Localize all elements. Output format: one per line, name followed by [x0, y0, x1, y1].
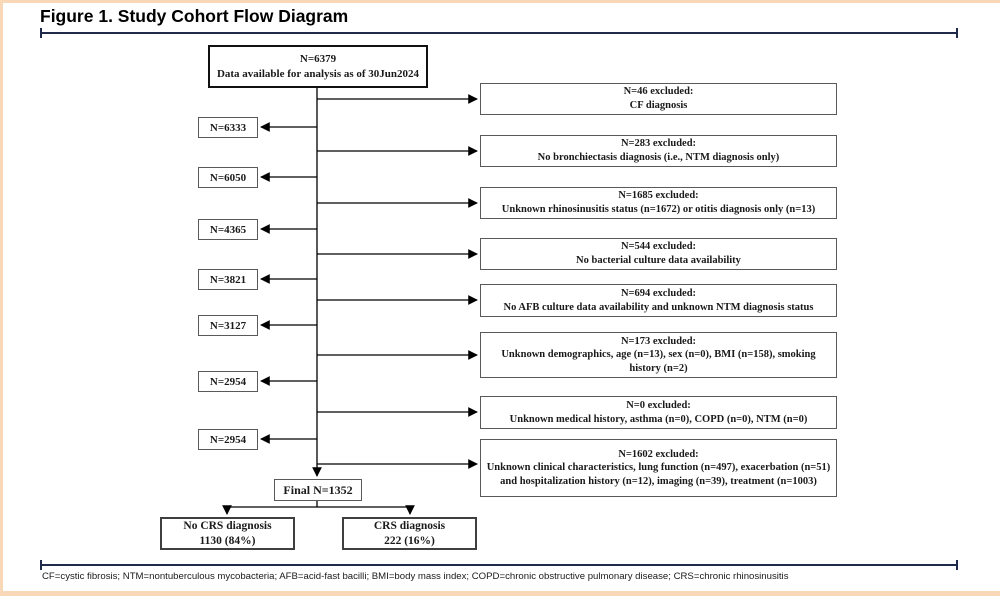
flow-box-remaining-1: N=6333: [198, 117, 258, 138]
exclusion-n: N=46 excluded:: [623, 86, 694, 98]
slide-frame-left: [0, 0, 3, 596]
exclusion-n: N=1685 excluded:: [618, 190, 699, 202]
remaining-n-label: N=3821: [209, 273, 247, 286]
abbreviations-footnote: CF=cystic fibrosis; NTM=nontuberculous m…: [42, 571, 789, 582]
flow-box-final: Final N=1352: [274, 479, 362, 501]
flow-box-exclusion-8: N=1602 excluded: Unknown clinical charac…: [480, 439, 837, 497]
flow-box-remaining-5: N=3127: [198, 315, 258, 336]
exclusion-n: N=694 excluded:: [620, 287, 697, 299]
outcome-label: No CRS diagnosis: [183, 519, 272, 532]
flow-box-exclusion-1: N=46 excluded: CF diagnosis: [480, 83, 837, 115]
final-n-label: Final N=1352: [283, 482, 353, 497]
flow-box-remaining-6: N=2954: [198, 371, 258, 392]
exclusion-n: N=283 excluded:: [620, 138, 697, 150]
divider-endcap-left: [40, 28, 42, 38]
title-divider-line: [40, 28, 958, 38]
exclusion-reason: Unknown demographics, age (n=13), sex (n…: [501, 349, 816, 374]
remaining-n-label: N=4365: [209, 223, 247, 236]
flow-box-exclusion-4: N=544 excluded: No bacterial culture dat…: [480, 238, 837, 270]
flow-box-remaining-7: N=2954: [198, 429, 258, 450]
remaining-n-label: N=3127: [209, 319, 247, 332]
remaining-n-label: N=2954: [209, 433, 247, 446]
outcome-label: CRS diagnosis: [373, 519, 446, 532]
flow-box-exclusion-5: N=694 excluded: No AFB culture data avai…: [480, 284, 837, 317]
flow-box-source: N=6379 Data available for analysis as of…: [208, 45, 428, 88]
flow-box-no-crs: No CRS diagnosis 1130 (84%): [160, 517, 295, 550]
figure-title: Figure 1. Study Cohort Flow Diagram: [40, 6, 349, 26]
remaining-n-label: N=6333: [209, 121, 247, 134]
exclusion-reason: CF diagnosis: [629, 100, 688, 111]
slide-frame-top: [0, 0, 1000, 3]
divider-endcap-left: [40, 560, 42, 570]
exclusion-reason: Unknown rhinosinusitis status (n=1672) o…: [501, 204, 816, 215]
exclusion-reason: No bronchiectasis diagnosis (i.e., NTM d…: [537, 152, 780, 163]
flow-box-crs: CRS diagnosis 222 (16%): [342, 517, 477, 550]
source-description: Data available for analysis as of 30Jun2…: [216, 67, 420, 80]
slide-frame-bottom: [0, 591, 1000, 596]
flow-box-exclusion-6: N=173 excluded: Unknown demographics, ag…: [480, 332, 837, 378]
outcome-count: 1130 (84%): [199, 534, 256, 547]
exclusion-reason: Unknown clinical characteristics, lung f…: [486, 462, 831, 487]
exclusion-reason: No AFB culture data availability and unk…: [503, 301, 814, 313]
remaining-n-label: N=6050: [209, 171, 247, 184]
exclusion-n: N=544 excluded:: [620, 241, 697, 253]
divider-endcap-right: [956, 28, 958, 38]
flow-box-remaining-4: N=3821: [198, 269, 258, 290]
outcome-count: 222 (16%): [384, 534, 435, 547]
flow-box-exclusion-3: N=1685 excluded: Unknown rhinosinusitis …: [480, 187, 837, 219]
divider-endcap-right: [956, 560, 958, 570]
source-n: N=6379: [299, 52, 337, 65]
flow-box-exclusion-2: N=283 excluded: No bronchiectasis diagno…: [480, 135, 837, 167]
footer-divider-line: [40, 560, 958, 570]
exclusion-n: N=173 excluded:: [620, 335, 697, 347]
flow-box-remaining-2: N=6050: [198, 167, 258, 188]
flow-box-remaining-3: N=4365: [198, 219, 258, 240]
exclusion-reason: Unknown medical history, asthma (n=0), C…: [509, 413, 808, 425]
exclusion-n: N=1602 excluded:: [618, 448, 699, 460]
exclusion-n: N=0 excluded:: [626, 399, 691, 411]
remaining-n-label: N=2954: [209, 375, 247, 388]
exclusion-reason: No bacterial culture data availability: [576, 255, 741, 266]
flow-box-exclusion-7: N=0 excluded: Unknown medical history, a…: [480, 396, 837, 429]
